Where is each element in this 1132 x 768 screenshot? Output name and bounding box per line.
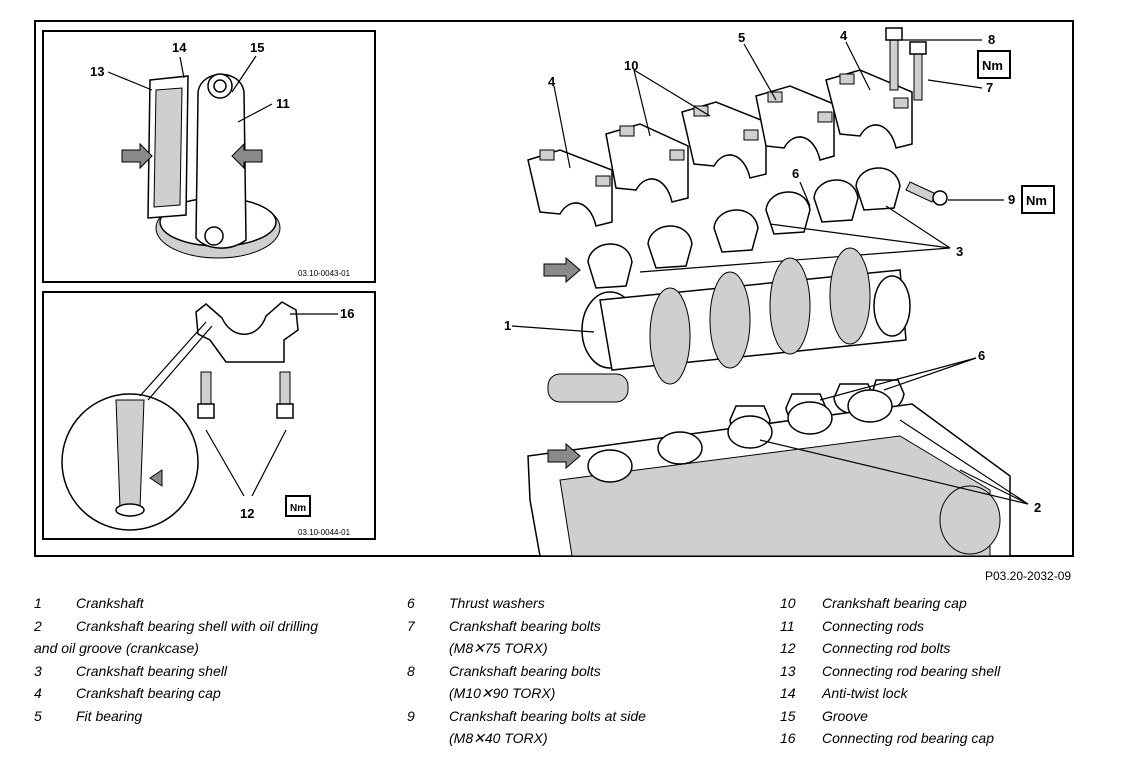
arrow-fit-bearing (543, 256, 581, 284)
callout-2: 2 (1034, 500, 1041, 515)
torque-label-12: Nm (290, 503, 306, 514)
callout-15: 15 (250, 40, 264, 55)
rod-bolt-right (276, 371, 294, 419)
arrow-oil-groove (547, 442, 581, 470)
top-inset-ref: 03.10-0043-01 (298, 269, 351, 278)
callout-7: 7 (986, 80, 993, 95)
torque-box-12 (285, 495, 311, 517)
callout-8: 8 (988, 32, 995, 47)
torque-label-9: Nm (1026, 193, 1047, 208)
torque-box-9 (1021, 185, 1055, 214)
callout-3: 3 (956, 244, 963, 259)
callout-1: 1 (504, 318, 511, 333)
callout-14: 14 (172, 40, 187, 55)
connecting-rod-illustration (107, 55, 281, 259)
rod-cap-illustration (61, 301, 338, 531)
callout-11: 11 (276, 96, 290, 111)
callout-16: 16 (340, 306, 354, 321)
bottom-inset-ref: 03.10-0044-01 (298, 528, 351, 537)
crankshaft (547, 247, 911, 403)
callout-4-right: 4 (840, 28, 848, 43)
legend-item: (M8✕40 TORX) (449, 730, 548, 746)
callout-5: 5 (738, 30, 745, 45)
legend-item: (M8✕75 TORX) (449, 640, 548, 656)
callout-13: 13 (90, 64, 104, 79)
callout-9: 9 (1008, 192, 1015, 207)
crankcase (527, 389, 1011, 557)
rod-cap-bolt-inset (42, 291, 376, 540)
bearing-bolts (885, 27, 948, 206)
rod-bolt-left (197, 371, 215, 419)
callout-6-upper: 6 (792, 166, 799, 181)
callout-12: 12 (240, 506, 254, 521)
connecting-rod-inset (42, 30, 376, 283)
torque-label-8: Nm (982, 58, 1003, 73)
legend-item: (M10✕90 TORX) (449, 685, 556, 701)
figure-reference: P03.20-2032-09 (985, 569, 1072, 583)
torque-box-8 (977, 50, 1011, 79)
bearing-shells-upper (587, 167, 901, 289)
callout-6-lower: 6 (978, 348, 985, 363)
legend-item: and oil groove (crankcase) (34, 640, 199, 656)
callout-4-left: 4 (548, 74, 556, 89)
callout-10: 10 (624, 58, 638, 73)
